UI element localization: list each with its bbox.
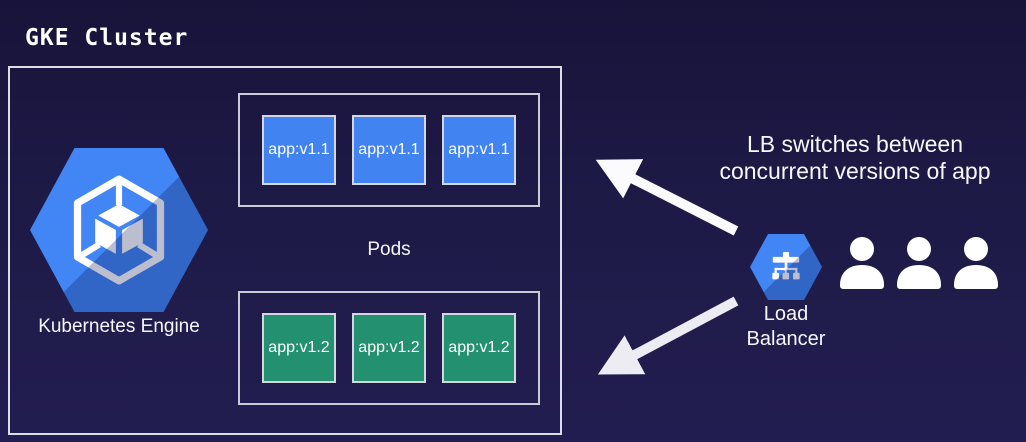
lb-annotation-line2: concurrent versions of app [719, 158, 991, 184]
user-icon [840, 237, 884, 289]
pod-tile: app:v1.2 [262, 313, 336, 383]
pod-tile: app:v1.2 [442, 313, 516, 383]
load-balancer-label-line1: Load [763, 303, 809, 325]
user-icon [954, 237, 998, 289]
pods-group-v1-1: app:v1.1 app:v1.1 app:v1.1 [238, 93, 540, 207]
pod-tile: app:v1.1 [352, 115, 426, 185]
pods-label: Pods [367, 239, 411, 260]
gke-cube-glyph [73, 175, 165, 285]
pod-tile: app:v1.1 [442, 115, 516, 185]
pods-group-v1-2: app:v1.2 app:v1.2 app:v1.2 [238, 291, 540, 405]
diagram-title: GKE Cluster [25, 25, 189, 51]
load-balancer-label-line2: Balancer [746, 328, 826, 350]
load-balancer-glyph [772, 252, 800, 280]
pod-tile: app:v1.1 [262, 115, 336, 185]
lb-annotation: LB switches between concurrent versions … [688, 131, 1022, 185]
lb-annotation-line1: LB switches between [746, 131, 964, 157]
kubernetes-engine-label: Kubernetes Engine [38, 316, 200, 337]
user-icon [897, 237, 941, 289]
load-balancer-label: Load Balancer [716, 302, 856, 352]
users-group [838, 236, 1000, 290]
pod-tile: app:v1.2 [352, 313, 426, 383]
gke-cluster-box [8, 66, 562, 435]
load-balancer-icon [750, 234, 822, 300]
